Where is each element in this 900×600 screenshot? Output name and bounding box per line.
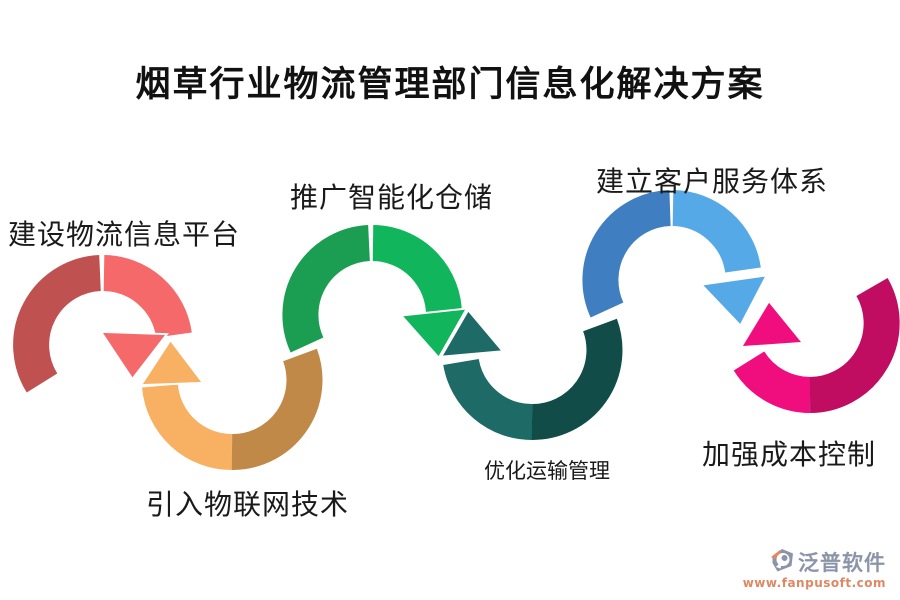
valley-teal-light-segment	[443, 358, 533, 440]
arch-red-dark-segment	[13, 255, 102, 393]
logo-website-url: www.fanpusoft.com	[742, 576, 886, 590]
valley-orange-dark-segment	[231, 348, 323, 471]
logo-company-name: 泛普软件	[798, 551, 886, 575]
arch-red-light-segment	[102, 255, 192, 339]
fanpu-swirl-icon	[769, 547, 795, 577]
arch-green-light-segment	[371, 225, 462, 316]
blue-down-arrowhead-icon	[699, 274, 769, 328]
valley-pink-light-segment	[733, 350, 811, 413]
valley-teal-dark-segment	[531, 318, 623, 441]
arch-blue-light-segment	[671, 190, 761, 274]
valley-pink-dark-segment	[809, 278, 900, 413]
arch-green-dark-segment	[282, 225, 371, 353]
arch-blue-dark-segment	[582, 190, 672, 318]
page-title: 烟草行业物流管理部门信息化解决方案	[135, 65, 765, 105]
pink-up-arrowhead-icon	[739, 299, 805, 349]
teal-up-arrowhead-icon	[439, 308, 505, 358]
step-label-introduce-iot: 引入物联网技术	[146, 488, 350, 521]
step-label-customer-service-system: 建立客户服务体系	[596, 165, 829, 198]
valley-orange-light-segment	[142, 383, 233, 471]
step-label-cost-control: 加强成本控制	[702, 438, 877, 471]
green-down-arrowhead-icon	[399, 307, 469, 360]
step-label-optimize-transport: 优化运输管理	[484, 459, 610, 483]
step-label-build-logistics-platform: 建设物流信息平台	[8, 218, 241, 251]
red-down-arrowhead-icon	[99, 330, 169, 381]
fanpu-logo: 泛普软件 www.fanpusoft.com	[743, 547, 886, 590]
orange-up-arrowhead-icon	[139, 338, 205, 387]
step-label-smart-warehousing: 推广智能化仓储	[290, 181, 494, 214]
